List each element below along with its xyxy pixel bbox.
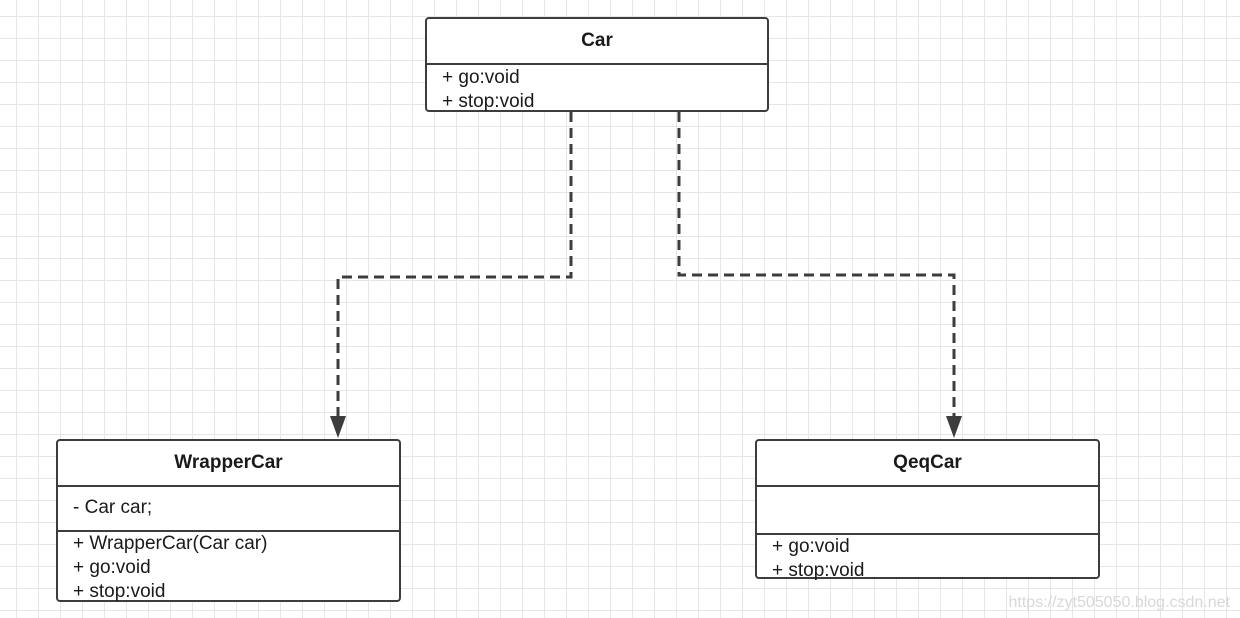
watermark: https://zyt505050.blog.csdn.net [1008, 594, 1230, 611]
method: + stop:void [73, 581, 166, 602]
method: + go:void [73, 557, 151, 578]
dependency-car-to-wrappercar [336, 112, 573, 418]
method: + stop:void [442, 91, 535, 112]
class-wrappercar[interactable]: WrapperCar - Car car; + WrapperCar(Car c… [56, 439, 401, 602]
arrowhead-qeqcar [946, 416, 962, 438]
arrowhead-wrappercar [330, 416, 346, 438]
methods-section: + go:void + stop:void [427, 65, 767, 114]
dependency-car-to-qeqcar [677, 112, 956, 418]
class-qeqcar[interactable]: QeqCar + go:void + stop:void [755, 439, 1100, 581]
method: + stop:void [772, 560, 865, 581]
methods-section: + WrapperCar(Car car) + go:void + stop:v… [58, 532, 399, 604]
class-name: WrapperCar [58, 441, 399, 487]
class-car[interactable]: Car + go:void + stop:void [425, 17, 769, 112]
method: + WrapperCar(Car car) [73, 533, 268, 554]
method: + go:void [772, 536, 850, 557]
class-name: Car [427, 19, 767, 65]
method: + go:void [442, 67, 520, 88]
methods-section: + go:void + stop:void [757, 535, 1098, 583]
class-name: QeqCar [757, 441, 1098, 487]
attribute: - Car car; [73, 497, 153, 518]
attributes-section [757, 487, 1098, 535]
attributes-section: - Car car; [58, 487, 399, 532]
